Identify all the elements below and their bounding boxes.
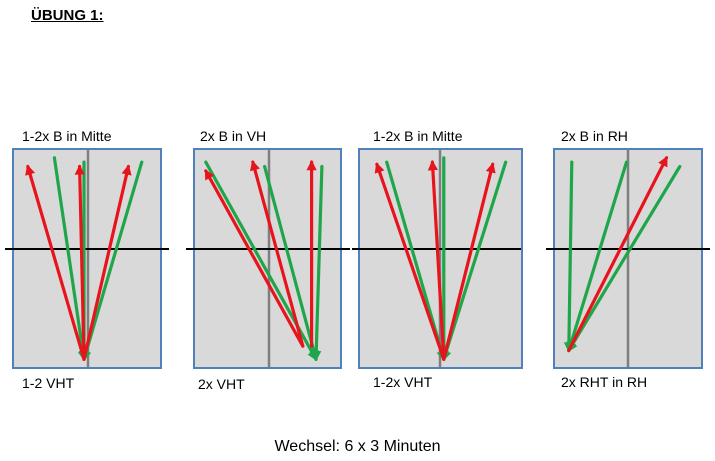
panel-1-red-arrow-5: [74, 164, 86, 361]
panel-1-top-label: 1-2x B in Mitte: [22, 128, 112, 144]
exercise-title: ÜBUNG 1:: [31, 7, 104, 24]
panel-3-red-arrow-5: [427, 160, 446, 361]
panel-3-bottom-label: 1-2x VHT: [373, 374, 433, 390]
panel-4-green-arrow-2: [566, 160, 629, 353]
panel-3-red-arrow-6: [442, 162, 496, 361]
panel-2-red-arrow-5: [250, 160, 305, 348]
panel-1-green-arrow-3: [81, 160, 144, 362]
drill-panel-4: [546, 148, 710, 369]
panel-4-green-arrow-1: [563, 160, 575, 353]
panel-3-green-arrow-3: [441, 160, 508, 362]
panel-3-red-arrow-4: [374, 162, 446, 361]
rotation-info: Wechsel: 6 x 3 Minuten: [274, 438, 441, 455]
panel-4-green-arrow-3: [567, 164, 682, 353]
panel-3-top-label: 1-2x B in Mitte: [373, 128, 463, 144]
panel-2-green-arrow-3: [311, 164, 324, 362]
panel-1-red-arrow-4: [25, 164, 86, 361]
panel-2-red-arrow-4: [204, 169, 305, 348]
panel-4-top-label: 2x B in RH: [561, 128, 628, 144]
drill-panel-2: [186, 148, 350, 369]
drill-panel-3: [352, 148, 523, 369]
drill-panel-1: [5, 148, 169, 369]
panel-3-green-arrow-1: [385, 160, 447, 362]
panel-4-bottom-label: 2x RHT in RH: [561, 374, 648, 390]
panel-4-red-arrow-4: [567, 155, 669, 353]
panel-2-bottom-label: 2x VHT: [198, 376, 245, 392]
panel-2-top-label: 2x B in VH: [200, 128, 267, 144]
panel-1-green-arrow-1: [52, 156, 88, 362]
panel-1-red-arrow-6: [82, 164, 132, 361]
panel-1-bottom-label: 1-2 VHT: [22, 375, 75, 391]
panel-2-green-arrow-2: [263, 164, 319, 362]
